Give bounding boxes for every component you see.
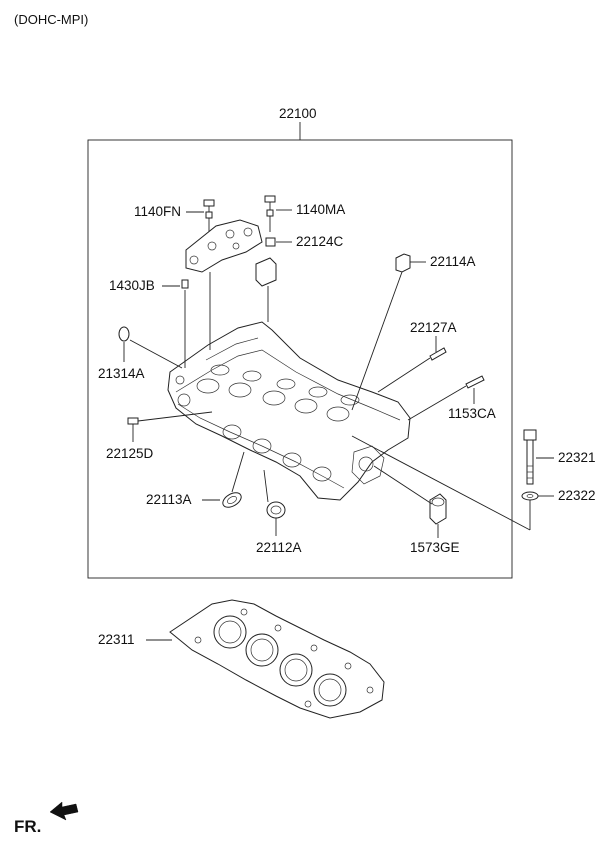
head-bolt-22321[interactable] (523, 429, 537, 485)
cam-bearing-cap[interactable] (185, 219, 263, 273)
part-label-1573ge[interactable]: 1573GE (410, 540, 460, 555)
head-gasket-22311[interactable] (169, 599, 385, 719)
part-label-22124c[interactable]: 22124C (296, 234, 344, 249)
part-label-22125d[interactable]: 22125D (106, 446, 154, 461)
part-label-1140ma[interactable]: 1140MA (296, 202, 345, 217)
washer-22322[interactable] (521, 491, 539, 501)
front-direction-label: FR. (14, 817, 41, 836)
leader-22127a (377, 357, 431, 393)
clip-bracket[interactable] (255, 257, 277, 287)
part-label-1153ca[interactable]: 1153CA (448, 406, 496, 421)
leader-22322 (351, 435, 531, 531)
variant-label: (DOHC-MPI) (14, 12, 88, 27)
bushing-22124c[interactable] (265, 237, 276, 247)
part-label-22311[interactable]: 22311 (98, 632, 135, 647)
part-label-21314a[interactable]: 21314A (98, 366, 145, 381)
cylinder-head[interactable] (167, 321, 411, 501)
part-label-22100[interactable]: 22100 (279, 106, 317, 121)
seal-22113a[interactable] (220, 490, 243, 510)
part-label-22113a[interactable]: 22113A (146, 492, 192, 507)
washer-hole (526, 494, 534, 498)
bolt-1140ma[interactable] (264, 195, 276, 232)
leader-1573ge (373, 465, 433, 505)
part-label-22322[interactable]: 22322 (558, 488, 596, 503)
stud-1153ca[interactable] (465, 375, 485, 389)
pin-1430jb[interactable] (181, 279, 189, 289)
part-label-1430jb[interactable]: 1430JB (109, 278, 155, 293)
leader-22114a (351, 271, 403, 411)
seal-22112a[interactable] (266, 501, 286, 519)
part-label-22112a[interactable]: 22112A (256, 540, 302, 555)
leader-22113a (231, 451, 245, 493)
part-label-22321[interactable]: 22321 (558, 450, 596, 465)
part-label-1140fn[interactable]: 1140FN (134, 204, 181, 219)
leader-22112a (263, 469, 269, 503)
plug-1573ge[interactable] (429, 493, 447, 525)
part-label-22114a[interactable]: 22114A (430, 254, 476, 269)
front-arrow-icon (49, 801, 79, 821)
part-label-22127a[interactable]: 22127A (410, 320, 457, 335)
stud-22127a[interactable] (429, 347, 447, 361)
plug-21314a[interactable] (118, 326, 130, 342)
leader-1153ca (407, 385, 467, 421)
pin-22114a[interactable] (395, 253, 411, 273)
leader-21314a (129, 339, 183, 369)
